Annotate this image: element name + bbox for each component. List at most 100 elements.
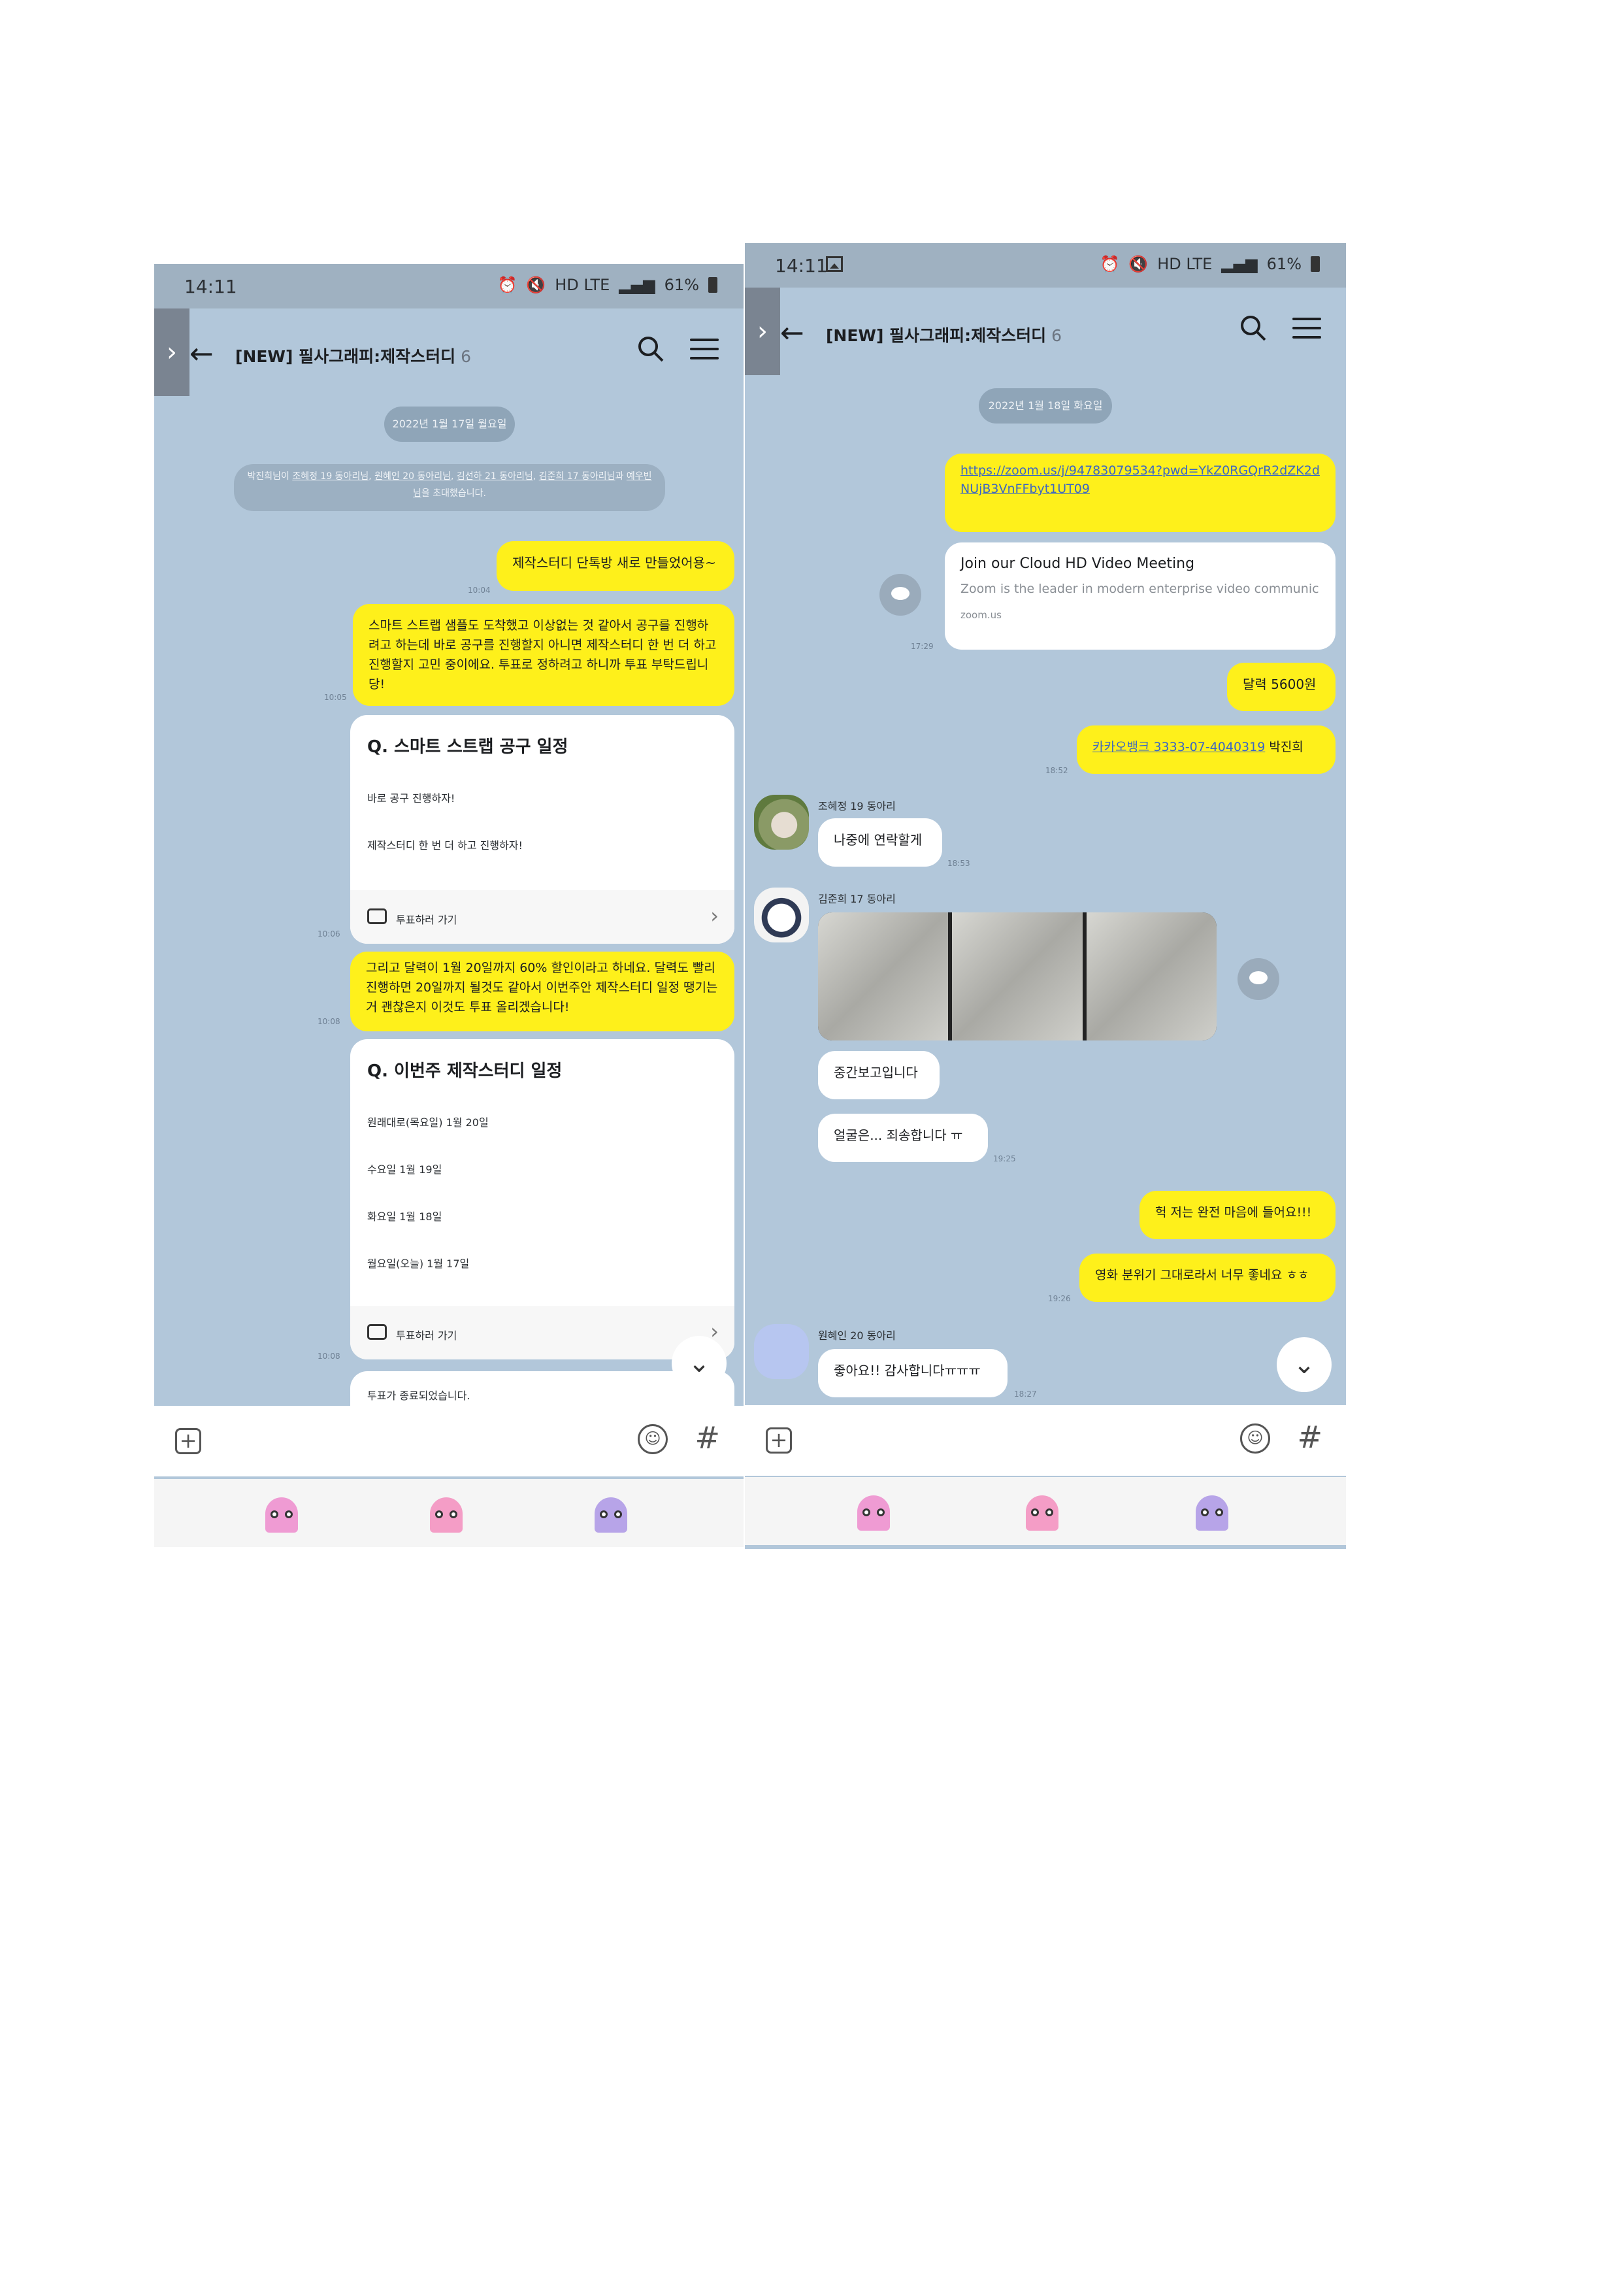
poll-option[interactable]: 월요일(오늘) 1월 17일 <box>367 1257 470 1270</box>
poll-option[interactable]: 제작스터디 한 번 더 하고 진행하자! <box>367 839 523 852</box>
link-preview-card[interactable]: Join our Cloud HD Video Meeting Zoom is … <box>945 542 1336 650</box>
chevron-right-icon: › <box>710 1319 719 1344</box>
status-bar: 14:11 ⏰ 🔇 HD LTE ▂▄▆ 61% <box>745 243 1346 288</box>
ballot-icon <box>367 1324 387 1340</box>
sketch-photo[interactable] <box>818 912 949 1040</box>
scroll-down-button[interactable]: ⌄ <box>1277 1337 1332 1392</box>
signal-icon: ▂▄▆ <box>619 276 655 294</box>
go-vote-button[interactable]: 투표하러 가기 › <box>350 890 734 944</box>
menu-icon[interactable] <box>690 339 719 366</box>
avatar[interactable] <box>754 888 809 942</box>
alarm-icon: ⏰ <box>1100 255 1120 273</box>
my-message[interactable]: 그리고 달력이 1월 20일까지 60% 할인이라고 하네요. 달력도 빨리진행… <box>350 952 734 1031</box>
preview-domain: zoom.us <box>960 609 1002 621</box>
scroll-down-button[interactable]: ⌄ <box>672 1336 727 1391</box>
emoticon-bar <box>745 1477 1346 1545</box>
chevron-down-icon: ⌄ <box>1293 1350 1315 1380</box>
my-message[interactable]: 영화 분위기 그대로라서 너무 좋네요 ㅎㅎ <box>1079 1254 1336 1302</box>
search-icon[interactable] <box>636 335 665 363</box>
my-link-message[interactable]: https://zoom.us/j/94783079534?pwd=YkZ0RG… <box>945 454 1336 532</box>
my-message[interactable]: 달력 5600원 <box>1227 663 1336 711</box>
preview-description: Zoom is the leader in modern enterprise … <box>960 582 1320 596</box>
bank-account-link[interactable]: 카카오뱅크 3333-07-4040319 <box>1092 740 1266 754</box>
received-message[interactable]: 중간보고입니다 <box>818 1051 940 1099</box>
battery-label: 61% <box>1266 255 1302 273</box>
poll-card: Q. 이번주 제작스터디 일정 원래대로(목요일) 1월 20일 수요일 1월 … <box>350 1039 734 1359</box>
ghost-emoticon-icon[interactable] <box>1026 1495 1058 1531</box>
poll-option[interactable]: 화요일 1월 18일 <box>367 1210 442 1223</box>
date-divider: 2022년 1월 18일 화요일 <box>979 388 1112 424</box>
system-notice: 박진희님이 조혜정 19 동아리님, 원혜인 20 동아리님, 김선하 21 동… <box>234 464 665 511</box>
message-time: 10:06 <box>318 929 340 939</box>
my-message[interactable]: 제작스터디 단톡방 새로 만들었어용~ <box>497 541 734 591</box>
poll-option[interactable]: 원래대로(목요일) 1월 20일 <box>367 1116 489 1129</box>
share-icon[interactable] <box>879 574 921 616</box>
side-panel-toggle[interactable]: › <box>745 288 780 375</box>
message-time: 10:08 <box>318 1017 340 1026</box>
go-vote-button[interactable]: 투표하러 가기 › <box>350 1306 734 1359</box>
hashtag-icon[interactable]: # <box>1297 1420 1322 1455</box>
zoom-link[interactable]: https://zoom.us/j/94783079534?pwd=YkZ0RG… <box>960 463 1320 496</box>
preview-title: Join our Cloud HD Video Meeting <box>960 556 1195 572</box>
poll-card: Q. 스마트 스트랩 공구 일정 바로 공구 진행하자! 제작스터디 한 번 더… <box>350 715 734 944</box>
ghost-emoticon-icon[interactable] <box>595 1497 627 1533</box>
hashtag-icon[interactable]: # <box>695 1420 720 1456</box>
status-time: 14:11 <box>184 276 237 297</box>
status-bar: 14:11 ⏰ 🔇 HD LTE ▂▄▆ 61% <box>154 264 744 308</box>
sketch-photo[interactable] <box>952 912 1083 1040</box>
menu-icon[interactable] <box>1292 318 1321 345</box>
received-message[interactable]: 나중에 연락할게 <box>818 818 942 867</box>
message-time: 18:27 <box>1014 1389 1037 1399</box>
sender-name: 조혜정 19 동아리 <box>818 800 896 812</box>
left-phone-screenshot: 14:11 ⏰ 🔇 HD LTE ▂▄▆ 61% › ← [NEW] 필사그래피… <box>154 264 744 1547</box>
back-arrow-icon[interactable]: ← <box>780 316 804 350</box>
chevron-down-icon: ⌄ <box>688 1348 710 1378</box>
mute-icon: 🔇 <box>526 276 546 294</box>
plus-icon[interactable]: + <box>175 1428 201 1454</box>
member-count: 6 <box>1051 326 1062 345</box>
ghost-emoticon-icon[interactable] <box>265 1497 298 1533</box>
avatar[interactable] <box>754 1324 809 1379</box>
emoji-icon[interactable]: ☺ <box>638 1424 668 1454</box>
message-time: 18:52 <box>1045 766 1068 775</box>
back-arrow-icon[interactable]: ← <box>189 337 214 371</box>
ghost-emoticon-icon[interactable] <box>430 1497 463 1533</box>
received-message[interactable]: 얼굴은... 죄송합니다 ㅠ <box>818 1114 988 1162</box>
poll-option[interactable]: 수요일 1월 19일 <box>367 1163 442 1176</box>
message-time: 10:04 <box>468 586 491 595</box>
message-time: 19:26 <box>1048 1294 1071 1303</box>
ghost-emoticon-icon[interactable] <box>1196 1495 1228 1531</box>
my-message[interactable]: 스마트 스트랩 샘플도 도착했고 이상없는 것 같아서 공구를 진행하려고 하는… <box>353 604 734 706</box>
sketch-photo[interactable] <box>1086 912 1217 1040</box>
my-message[interactable]: 헉 저는 완전 마음에 들어요!!! <box>1139 1191 1336 1239</box>
battery-label: 61% <box>664 276 699 294</box>
message-input-bar: + ☺ # <box>745 1405 1346 1476</box>
right-phone-screenshot: 14:11 ⏰ 🔇 HD LTE ▂▄▆ 61% › ← [NEW] 필사그래피… <box>745 243 1346 1549</box>
ghost-emoticon-icon[interactable] <box>857 1495 890 1531</box>
network-label: HD LTE <box>1157 255 1213 273</box>
avatar[interactable] <box>754 795 809 850</box>
photo-album[interactable] <box>818 912 1217 1040</box>
emoji-icon[interactable]: ☺ <box>1240 1423 1270 1454</box>
side-panel-toggle[interactable]: › <box>154 308 189 396</box>
search-icon[interactable] <box>1239 314 1268 342</box>
ballot-icon <box>367 908 387 924</box>
plus-icon[interactable]: + <box>766 1427 792 1454</box>
network-label: HD LTE <box>555 276 610 294</box>
poll-question: Q. 이번주 제작스터디 일정 <box>367 1061 563 1081</box>
alarm-icon: ⏰ <box>497 276 517 294</box>
my-bank-message[interactable]: 카카오뱅크 3333-07-4040319 박진희 <box>1077 725 1336 774</box>
emoticon-bar <box>154 1479 744 1547</box>
poll-closed-text: 투표가 종료되었습니다. <box>367 1389 470 1402</box>
sender-name: 김준희 17 동아리 <box>818 893 896 905</box>
message-time: 17:29 <box>911 642 934 651</box>
image-notification-icon <box>826 256 843 272</box>
received-message[interactable]: 좋아요!! 감사합니다ㅠㅠㅠ <box>818 1349 1008 1397</box>
share-icon[interactable] <box>1238 958 1279 1000</box>
message-time: 10:05 <box>324 693 347 702</box>
poll-option[interactable]: 바로 공구 진행하자! <box>367 792 455 805</box>
